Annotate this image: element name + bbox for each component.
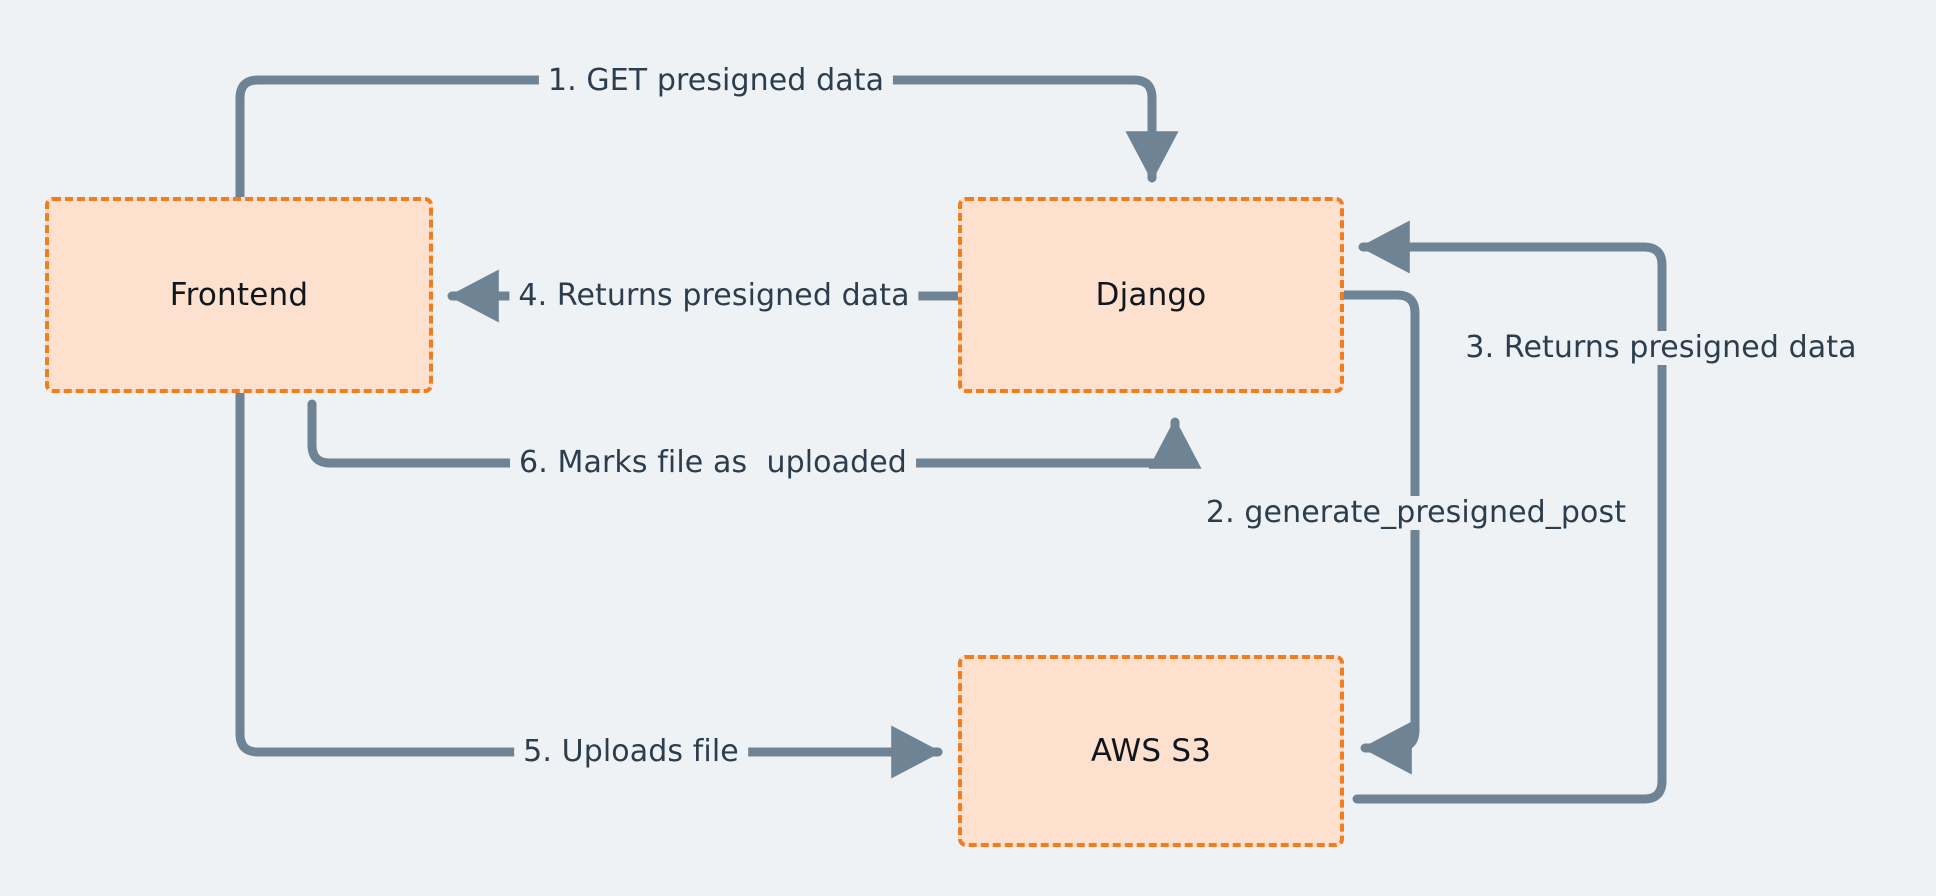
edge-label-5: 5. Uploads file (514, 735, 748, 769)
node-django[interactable]: Django (958, 197, 1344, 393)
node-frontend-label: Frontend (169, 277, 309, 313)
edge-path-3 (1352, 220, 1667, 804)
node-frontend[interactable]: Frontend (45, 197, 433, 393)
edge-label-1: 1. GET presigned data (538, 64, 894, 98)
edge-label-4: 4. Returns presigned data (509, 279, 919, 313)
edge-label-3: 3. Returns presigned data (1456, 331, 1866, 365)
edge-label-6: 6. Marks file as uploaded (510, 446, 916, 480)
edge-path-5 (235, 388, 943, 779)
node-aws-s3-label: AWS S3 (1090, 733, 1212, 769)
node-aws-s3[interactable]: AWS S3 (958, 655, 1344, 847)
edge-label-2: 2. generate_presigned_post (1196, 496, 1636, 530)
node-django-label: Django (1095, 277, 1207, 313)
